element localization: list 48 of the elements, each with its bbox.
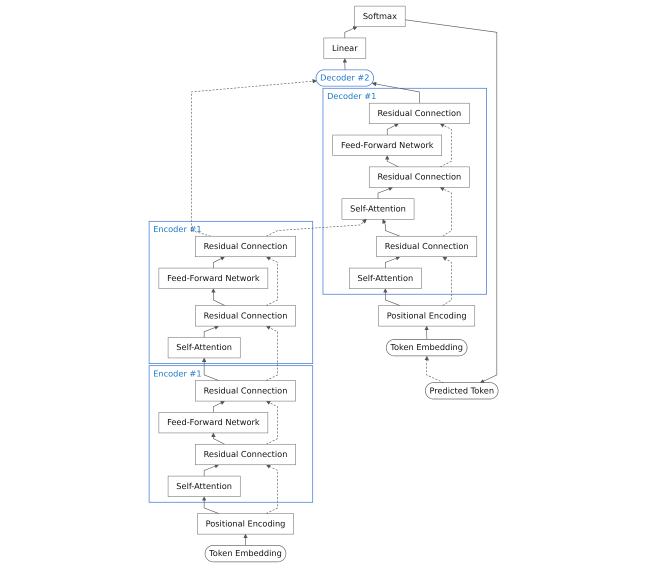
arrow	[387, 124, 400, 136]
node-box: Positional Encoding	[378, 305, 476, 326]
arrow	[342, 58, 348, 70]
arrow	[213, 400, 226, 413]
arrow	[213, 256, 226, 268]
node-box: Feed-Forward Network	[332, 134, 442, 156]
arrow	[440, 187, 452, 237]
arrow	[211, 432, 226, 445]
node-box: Residual Connection	[195, 444, 296, 466]
arrow	[266, 256, 278, 306]
arrow	[385, 155, 400, 168]
node-box: Self-Attention	[168, 476, 241, 497]
node-box: Feed-Forward Network	[158, 412, 268, 434]
node-box: Residual Connection	[369, 102, 470, 124]
arrow	[244, 534, 248, 546]
arrow	[266, 400, 278, 445]
arrow	[344, 26, 358, 38]
arrow	[211, 288, 226, 306]
arrow	[192, 78, 318, 237]
node-box: Feed-Forward Network	[158, 268, 268, 289]
arrow	[440, 124, 452, 168]
arrow	[266, 464, 278, 514]
arrow	[372, 82, 420, 104]
arrow	[266, 326, 278, 381]
arrow	[266, 219, 368, 237]
arrow	[385, 256, 401, 268]
arrow	[424, 356, 445, 384]
node-box: Residual Connection	[195, 236, 296, 258]
arrow	[383, 288, 401, 306]
arrow	[424, 326, 430, 340]
arrow	[202, 358, 220, 381]
node-box: Positional Encoding	[197, 513, 294, 534]
arrow	[442, 256, 452, 306]
node-box: Linear	[324, 38, 366, 59]
node-box: Self-Attention	[168, 337, 241, 358]
arrow	[382, 219, 401, 237]
node-box: Self-Attention	[349, 268, 422, 289]
node-box: Softmax	[354, 6, 406, 27]
arrow	[378, 186, 394, 200]
arrow	[204, 325, 220, 338]
arrow	[204, 464, 220, 476]
node-box: Self-Attention	[342, 198, 415, 220]
arrow	[405, 20, 498, 384]
node-box: Residual Connection	[195, 380, 296, 402]
node-box: Residual Connection	[376, 236, 478, 258]
arrow	[202, 496, 220, 514]
node-box: Residual Connection	[369, 166, 470, 188]
node-box: Residual Connection	[195, 305, 296, 326]
